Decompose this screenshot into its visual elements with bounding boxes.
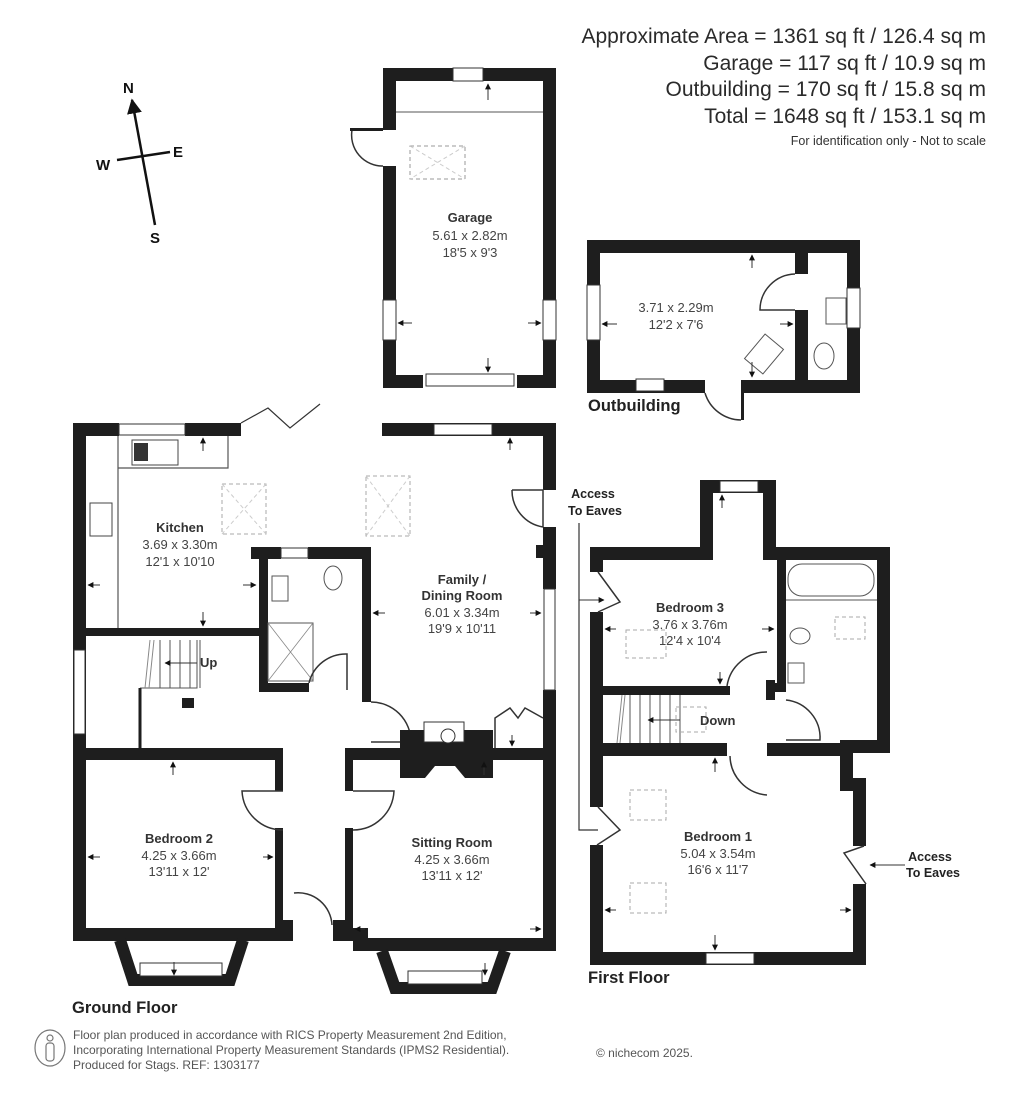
total-area: Total = 1648 sq ft / 153.1 sq m (704, 104, 986, 128)
access-eaves-label-2: Access To Eaves (906, 850, 960, 880)
kitchen-label: Kitchen 3.69 x 3.30m 12'1 x 10'10 (142, 520, 217, 569)
svg-text:6.01 x 3.34m: 6.01 x 3.34m (424, 605, 499, 620)
svg-text:Kitchen: Kitchen (156, 520, 204, 535)
footer: Floor plan produced in accordance with R… (33, 1028, 509, 1073)
footer-line-2: Incorporating International Property Mea… (73, 1043, 510, 1057)
svg-text:Access: Access (571, 487, 615, 501)
access-eaves-label-1: Access To Eaves (568, 487, 622, 518)
svg-text:To Eaves: To Eaves (568, 504, 622, 518)
stairs-down-label: Down (700, 713, 735, 728)
svg-text:18'5 x 9'3: 18'5 x 9'3 (443, 245, 498, 260)
sitting-room-label: Sitting Room 4.25 x 3.66m 13'11 x 12' (412, 835, 493, 883)
svg-text:3.71 x 2.29m: 3.71 x 2.29m (638, 300, 713, 315)
garage-area: Garage = 117 sq ft / 10.9 sq m (703, 51, 986, 75)
scale-note: For identification only - Not to scale (790, 134, 986, 148)
copyright: © nichecom 2025. (596, 1046, 693, 1060)
svg-text:To Eaves: To Eaves (906, 866, 960, 880)
ground-floor-label: Ground Floor (72, 999, 178, 1017)
person-icon (34, 1029, 66, 1067)
svg-text:3.69 x 3.30m: 3.69 x 3.30m (142, 537, 217, 552)
compass-west: W (96, 157, 111, 174)
svg-text:13'11 x 12': 13'11 x 12' (148, 864, 209, 879)
outbuilding-label: 3.71 x 2.29m 12'2 x 7'6 (638, 300, 713, 332)
measurement-arrows (87, 83, 852, 976)
outbuilding-plan (586, 240, 861, 421)
ground-floor-plan (73, 403, 556, 994)
svg-text:Bedroom 3: Bedroom 3 (656, 600, 724, 615)
svg-text:12'2 x 7'6: 12'2 x 7'6 (649, 317, 704, 332)
approximate-area: Approximate Area = 1361 sq ft / 126.4 sq… (581, 25, 987, 48)
family-dining-label: Family / Dining Room 6.01 x 3.34m 19'9 x… (422, 572, 503, 636)
svg-text:Sitting Room: Sitting Room (412, 835, 493, 850)
first-floor-label: First Floor (588, 969, 670, 987)
svg-text:5.04 x 3.54m: 5.04 x 3.54m (680, 846, 755, 861)
footer-line-3: Produced for Stags. REF: 1303177 (73, 1058, 260, 1072)
garage-label: Garage 5.61 x 2.82m 18'5 x 9'3 (432, 210, 507, 260)
compass-north: N (123, 80, 134, 97)
svg-text:Bedroom 1: Bedroom 1 (684, 829, 752, 844)
area-summary: Approximate Area = 1361 sq ft / 126.4 sq… (582, 24, 987, 152)
outbuilding-area: Outbuilding = 170 sq ft / 15.8 sq m (665, 78, 986, 101)
svg-text:16'6 x 11'7: 16'6 x 11'7 (687, 862, 748, 877)
svg-text:13'11 x 12': 13'11 x 12' (421, 868, 482, 883)
svg-text:5.61 x 2.82m: 5.61 x 2.82m (432, 228, 507, 243)
bedroom2-label: Bedroom 2 4.25 x 3.66m 13'11 x 12' (141, 831, 216, 879)
svg-text:19'9 x 10'11: 19'9 x 10'11 (428, 621, 496, 636)
svg-text:Access: Access (908, 850, 952, 864)
stairs-up-label: Up (200, 655, 217, 670)
svg-text:Bedroom 2: Bedroom 2 (145, 831, 213, 846)
bedroom3-label: Bedroom 3 3.76 x 3.76m 12'4 x 10'4 (652, 600, 727, 648)
first-floor-plan (578, 480, 905, 965)
svg-text:4.25 x 3.66m: 4.25 x 3.66m (414, 852, 489, 867)
svg-text:12'1 x 10'10: 12'1 x 10'10 (145, 554, 214, 569)
compass-south: S (150, 230, 160, 247)
svg-text:4.25 x 3.66m: 4.25 x 3.66m (141, 848, 216, 863)
svg-text:Family /: Family / (438, 572, 487, 587)
compass-east: E (173, 144, 183, 161)
compass-icon: N S E W (96, 80, 183, 247)
bedroom1-label: Bedroom 1 5.04 x 3.54m 16'6 x 11'7 (680, 829, 755, 877)
svg-text:Dining Room: Dining Room (422, 588, 503, 603)
svg-text:3.76 x 3.76m: 3.76 x 3.76m (652, 617, 727, 632)
svg-text:12'4 x 10'4: 12'4 x 10'4 (659, 633, 721, 648)
footer-line-1: Floor plan produced in accordance with R… (73, 1028, 507, 1042)
garage-plan (350, 67, 557, 388)
outbuilding-floor-label: Outbuilding (588, 397, 681, 415)
svg-text:Garage: Garage (448, 210, 493, 225)
